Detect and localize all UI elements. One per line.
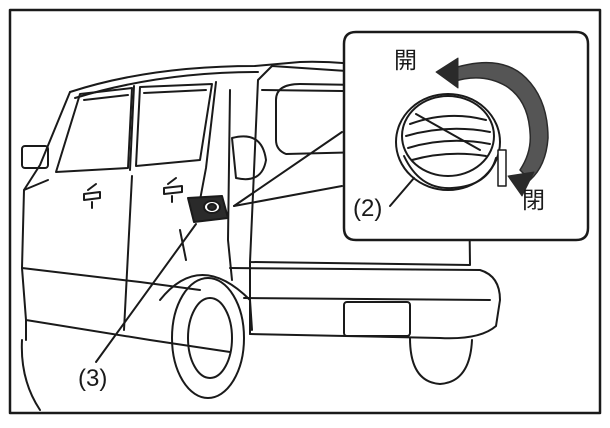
- rear-door-handle: [163, 185, 183, 195]
- callout-label-fuel-lid: (3): [78, 365, 108, 392]
- leader-line-3: [95, 223, 197, 363]
- leader-line-2: [389, 177, 415, 207]
- rotation-arrow: [435, 57, 549, 197]
- front-door-handle: [83, 191, 101, 201]
- side-mirror: [21, 145, 49, 169]
- close-direction-label: 閉: [522, 188, 545, 214]
- fuel-cap: [395, 93, 501, 191]
- outer-border: [8, 8, 602, 415]
- callout-label-fuel-cap: (2): [353, 195, 383, 222]
- arrow-head-open: [435, 57, 459, 89]
- rear-window: [135, 83, 213, 167]
- open-direction-label: 開: [394, 48, 417, 74]
- license-plate: [343, 301, 411, 337]
- tail-light: [231, 135, 267, 181]
- front-window: [55, 87, 133, 173]
- rear-bumper: [229, 267, 501, 340]
- rear-wheel: [171, 277, 245, 399]
- detail-callout: [233, 30, 590, 242]
- arrow-head-close: [507, 171, 535, 197]
